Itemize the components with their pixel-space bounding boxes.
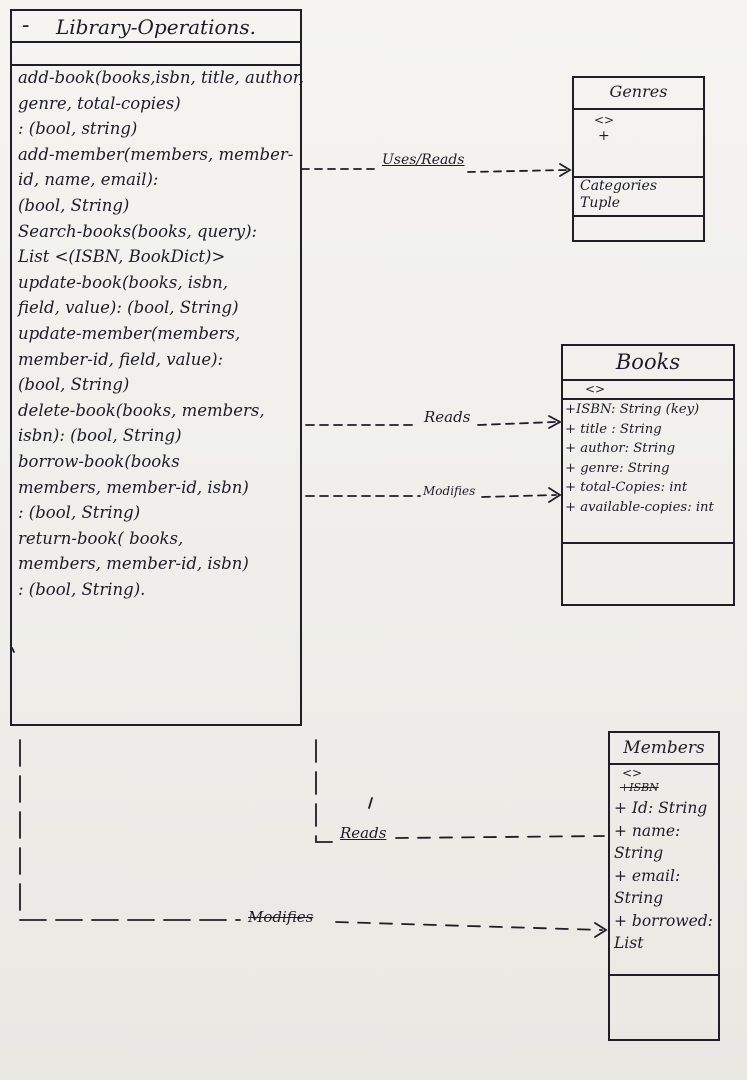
library-method-line: : (bool, String). bbox=[18, 579, 146, 599]
library-divider-2 bbox=[12, 64, 300, 66]
genres-divider-1 bbox=[574, 108, 703, 110]
library-method-line: members, member-id, isbn) bbox=[18, 554, 249, 574]
library-method-line: id, name, email): bbox=[18, 170, 159, 190]
stray-mark bbox=[11, 647, 15, 653]
modifies-members-arrowhead bbox=[594, 922, 608, 938]
reads-books-label: Reads bbox=[424, 408, 471, 426]
members-struck-attribute: +ISBN bbox=[620, 781, 659, 794]
library-method-line: : (bool, String) bbox=[18, 503, 141, 523]
books-attribute: + total-Copies: int bbox=[565, 480, 688, 495]
library-method-line: genre, total-copies) bbox=[18, 93, 181, 113]
members-title: Members bbox=[623, 738, 705, 758]
members-attribute: + email: bbox=[614, 866, 681, 885]
books-attribute: + author: String bbox=[565, 441, 676, 456]
library-method-line: : (bool, string) bbox=[18, 119, 138, 139]
books-divider-1 bbox=[563, 379, 733, 381]
modifies-books-label: Modifies bbox=[423, 484, 476, 498]
library-method-line: delete-book(books, members, bbox=[18, 400, 265, 420]
genres-title: Genres bbox=[609, 82, 668, 101]
reads-members-label: Reads bbox=[340, 824, 387, 842]
members-attribute: List bbox=[614, 934, 644, 952]
library-method-line: (bool, String) bbox=[18, 195, 130, 215]
books-divider-2 bbox=[563, 398, 733, 400]
library-method-line: member-id, field, value): bbox=[18, 349, 224, 369]
modifies-members-line-right bbox=[335, 921, 603, 931]
members-stereotype: <> bbox=[622, 766, 643, 780]
uses-reads-line bbox=[301, 168, 567, 173]
books-stereotype: <> bbox=[585, 382, 606, 396]
books-title: Books bbox=[615, 350, 681, 374]
library-method-line: Search-books(books, query): bbox=[18, 221, 258, 241]
library-operations-class: - Library-Operations. add-book(books,isb… bbox=[10, 9, 305, 726]
members-class: Members <> +ISBN + Id: String + name: Stri… bbox=[608, 731, 720, 1041]
members-attribute: + name: bbox=[614, 821, 681, 840]
library-method-line: (bool, String) bbox=[18, 375, 130, 395]
genres-stereotype: <> bbox=[594, 113, 615, 127]
books-attribute: + title : String bbox=[565, 421, 662, 437]
reads-books-arrowhead bbox=[548, 415, 562, 429]
members-divider-2 bbox=[610, 974, 718, 976]
library-method-line: update-book(books, isbn, bbox=[18, 272, 228, 292]
genres-plus: + bbox=[598, 128, 610, 144]
reads-members-line-right bbox=[395, 835, 605, 839]
modifies-books-line bbox=[305, 494, 557, 498]
modifies-members-line bbox=[19, 739, 241, 921]
library-method-line: borrow-book(books bbox=[18, 451, 180, 471]
members-divider-1 bbox=[610, 763, 718, 765]
library-method-line: members, member-id, isbn) bbox=[18, 477, 249, 497]
members-attribute: + borrowed: bbox=[614, 911, 713, 930]
members-attribute: String bbox=[614, 889, 664, 907]
library-title-dash: - bbox=[22, 13, 30, 38]
genres-attribute: Categories bbox=[580, 178, 657, 194]
reads-members-line bbox=[315, 739, 337, 843]
uses-reads-label: Uses/Reads bbox=[382, 152, 465, 168]
library-method-line: update-member(members, bbox=[18, 323, 241, 343]
library-method-line: isbn): (bool, String) bbox=[18, 426, 182, 446]
books-attribute: + genre: String bbox=[565, 460, 670, 476]
library-method-line: add-book(books,isbn, title, author, bbox=[18, 68, 305, 87]
genres-divider-2 bbox=[574, 176, 703, 178]
library-method-line: field, value): (bool, String) bbox=[18, 298, 239, 318]
members-attribute: + Id: String bbox=[614, 799, 708, 817]
tick-mark bbox=[368, 797, 373, 809]
library-method-line: List <(ISBN, BookDict)> bbox=[18, 247, 226, 267]
genres-attribute: Tuple bbox=[580, 195, 621, 211]
modifies-members-label: Modifies bbox=[248, 908, 314, 926]
books-attribute: + available-copies: int bbox=[565, 499, 714, 515]
modifies-books-arrowhead bbox=[548, 487, 562, 503]
reads-books-line bbox=[305, 421, 556, 426]
library-title: Library-Operations. bbox=[55, 15, 257, 39]
library-divider-1 bbox=[12, 41, 300, 43]
members-attributes: + Id: String + name: String + email: String +… bbox=[614, 797, 713, 955]
library-methods-list: add-book(books,isbn, title, author, genre… bbox=[18, 65, 305, 602]
books-attributes: +ISBN: String (key) + title : String + aut… bbox=[565, 400, 714, 517]
library-method-line: return-book( books, bbox=[18, 528, 184, 548]
books-divider-3 bbox=[563, 542, 733, 544]
books-class: Books <> +ISBN: String (key) + title : St… bbox=[561, 344, 735, 606]
members-attribute: String bbox=[614, 844, 664, 862]
books-attribute: +ISBN: String (key) bbox=[565, 402, 700, 417]
uses-reads-arrowhead bbox=[559, 163, 572, 177]
library-method-line: add-member(members, member- bbox=[18, 144, 294, 164]
genres-divider-3 bbox=[574, 215, 703, 217]
